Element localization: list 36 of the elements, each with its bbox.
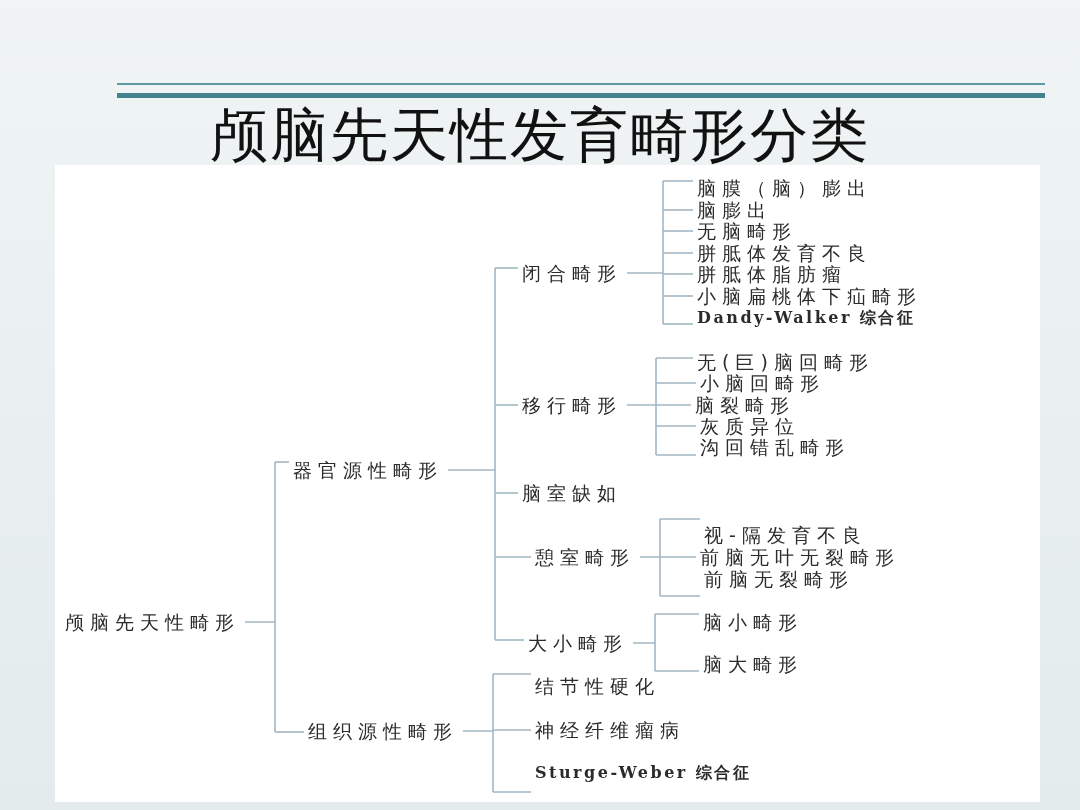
slide-title: 颅脑先天性发育畸形分类 <box>210 102 870 168</box>
item-label: 脑小畸形 <box>703 611 803 633</box>
category-label: 憩室畸形 <box>535 546 635 568</box>
item-label: 小脑扁桃体下疝畸形 <box>697 285 922 307</box>
category-label: 闭合畸形 <box>522 262 622 284</box>
bracket-connector <box>639 518 701 597</box>
item-label: Dandy-Walker 综合征 <box>697 307 916 329</box>
item-label: 前脑无叶无裂畸形 <box>700 546 900 568</box>
item-label: 脑大畸形 <box>703 653 803 675</box>
bracket-connector <box>626 357 697 456</box>
category-label: 大小畸形 <box>528 632 628 654</box>
category-label: 颅脑先天性畸形 <box>65 611 240 633</box>
item-label: 脑膨出 <box>697 199 772 221</box>
bracket-connector <box>447 267 532 641</box>
item-label: 脑膜（脑）膨出 <box>697 177 872 199</box>
item-label: Sturge-Weber 综合征 <box>535 762 752 784</box>
item-label: 前脑无裂畸形 <box>704 568 854 590</box>
bracket-connector <box>632 613 700 672</box>
item-label: 胼胝体发育不良 <box>697 242 872 264</box>
category-label: 组织源性畸形 <box>308 720 458 742</box>
item-label: 无脑畸形 <box>697 220 797 242</box>
item-label: 结节性硬化 <box>535 675 660 697</box>
item-label: 神经纤维瘤病 <box>535 719 685 741</box>
item-label: 视-隔发育不良 <box>704 524 867 546</box>
item-label: 沟回错乱畸形 <box>700 436 850 458</box>
item-label: 灰质异位 <box>700 415 800 437</box>
item-label: 小脑回畸形 <box>700 372 825 394</box>
category-label: 器官源性畸形 <box>293 459 443 481</box>
category-label: 移行畸形 <box>522 394 622 416</box>
bracket-connector <box>626 180 694 325</box>
bracket-connector <box>462 673 532 793</box>
item-label: 脑室缺如 <box>522 482 622 504</box>
item-label: 胼胝体脂肪瘤 <box>697 263 847 285</box>
bracket-connector <box>244 461 305 733</box>
item-label: 无(巨)脑回畸形 <box>697 351 874 373</box>
item-label: 脑裂畸形 <box>695 394 795 416</box>
